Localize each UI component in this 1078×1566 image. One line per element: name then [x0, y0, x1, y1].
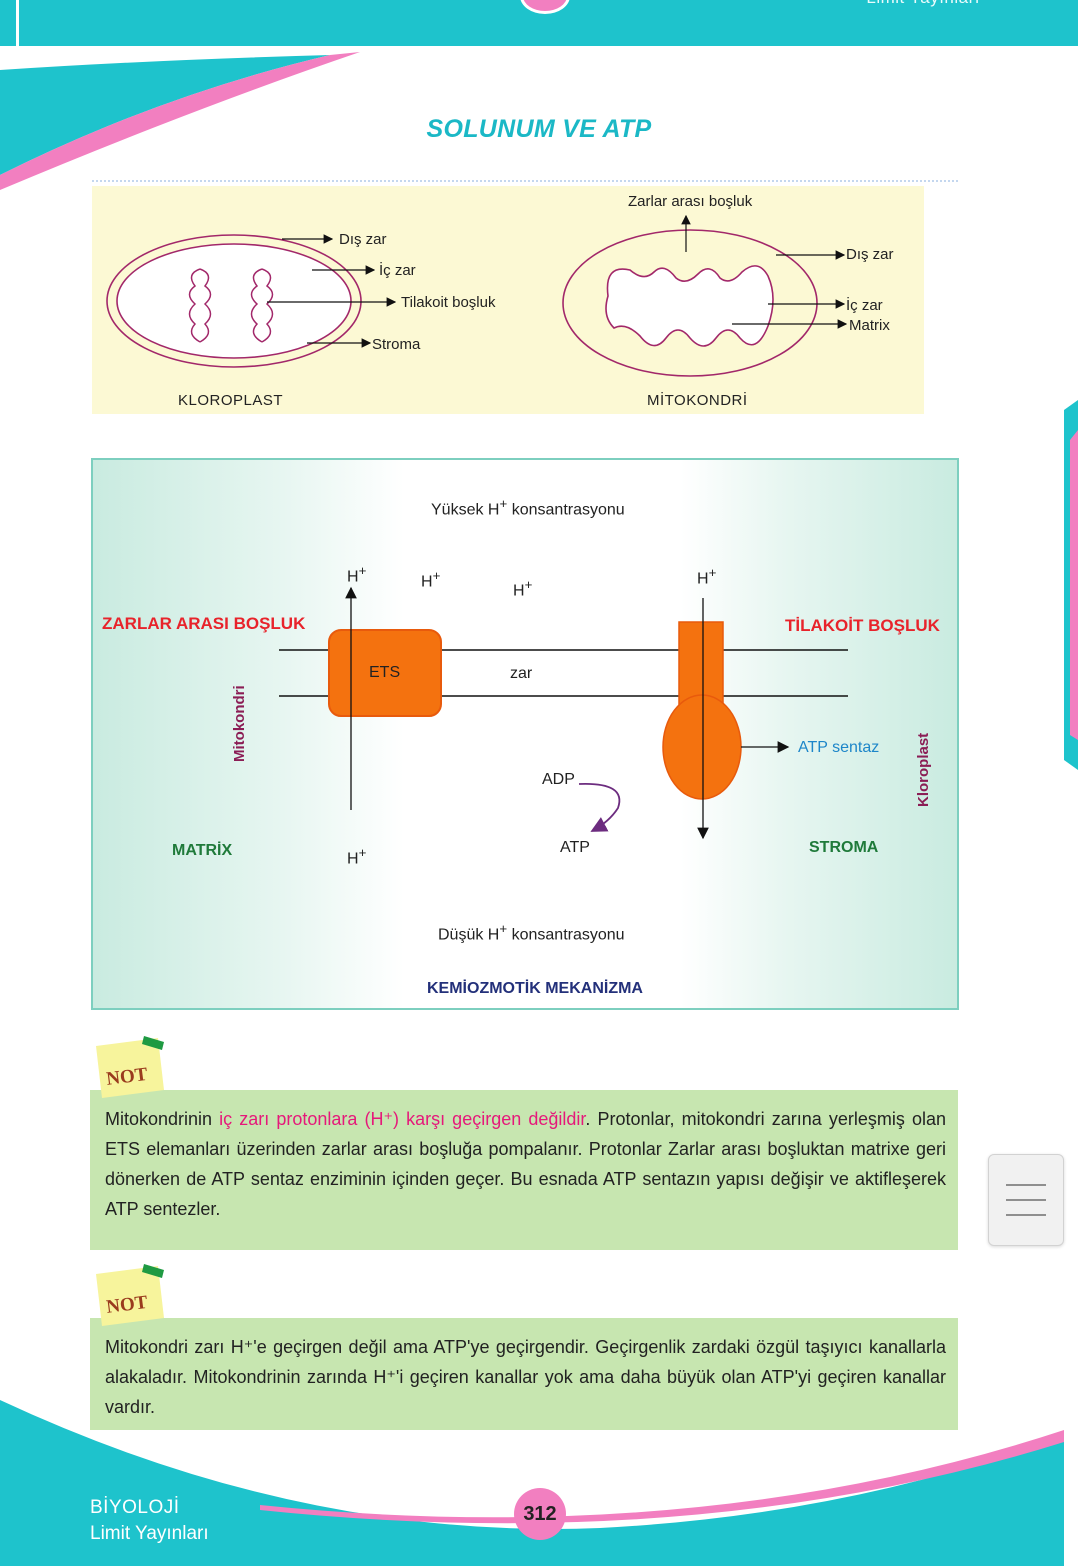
- bottom-pink-swoosh: [260, 1430, 1064, 1524]
- svg-text:NOT: NOT: [105, 1064, 149, 1090]
- menu-icon-line-1: [1006, 1184, 1046, 1186]
- note-1-highlight: iç zarı protonlara (H⁺) karşı geçirgen d…: [219, 1109, 586, 1129]
- low-concentration-label: Düşük H+ konsantrasyonu: [438, 921, 625, 944]
- matrix-heading: MATRİX: [172, 842, 233, 859]
- high-concentration-label: Yüksek H+ konsantrasyonu: [431, 496, 625, 519]
- page-title: SOLUNUM VE ATP: [426, 115, 652, 143]
- chloroplast-shape: [106, 234, 362, 368]
- thylakoid-space-heading: TİLAKOİT BOŞLUK: [785, 616, 940, 635]
- adp-label: ADP: [542, 771, 575, 788]
- mitochondrion-shape: [562, 229, 818, 377]
- chloroplast-caption: KLOROPLAST: [178, 392, 284, 409]
- ets-complex: [328, 629, 442, 717]
- footer-publisher: Limit Yayınları: [90, 1523, 209, 1544]
- note-1-text: Mitokondrinin iç zarı protonlara (H⁺) ka…: [105, 1109, 946, 1219]
- title-divider: [92, 180, 958, 182]
- organelle-diagram: Dış zar İç zar Tilakoit boşluk Stroma KL…: [92, 186, 924, 414]
- menu-button[interactable]: [988, 1154, 1064, 1246]
- mitochondrion-outer-membrane-label: Dış zar: [846, 246, 894, 263]
- top-bar: Limit Yayınları: [0, 0, 1078, 46]
- chloroplast-inner-membrane-label: İç zar: [379, 262, 416, 279]
- right-edge-pink: [1070, 430, 1078, 740]
- adp-to-atp-arrow: [578, 783, 621, 832]
- bottom-teal-swoosh: [0, 1400, 1064, 1566]
- proton-left-top: H+: [347, 563, 367, 586]
- note-box-2: Mitokondri zarı H⁺'e geçirgen değil ama …: [90, 1318, 958, 1430]
- thylakoid-space-label: Tilakoit boşluk: [401, 294, 496, 311]
- header-publisher: Limit Yayınları: [866, 0, 980, 8]
- ets-label: ETS: [369, 664, 401, 681]
- chloroplast-outer-membrane-label: Dış zar: [339, 231, 387, 248]
- top-left-teal-swoosh: [0, 55, 330, 175]
- note-tag-1: NOT: [92, 1034, 168, 1100]
- svg-text:NOT: NOT: [105, 1292, 149, 1318]
- top-bar-pink-dot: [520, 0, 570, 14]
- proton-left-bottom: H+: [347, 845, 367, 868]
- organelle-drawing: [106, 214, 848, 377]
- membrane-label: zar: [510, 665, 533, 682]
- mitochondrion-caption: MİTOKONDRİ: [647, 392, 748, 409]
- page-number: 312: [514, 1488, 566, 1540]
- chemiosmotic-caption: KEMİOZMOTİK MEKANİZMA: [427, 980, 643, 997]
- note-box-1: Mitokondrinin iç zarı protonlara (H⁺) ka…: [90, 1090, 958, 1250]
- atp-label: ATP: [560, 839, 590, 856]
- mitochondrion-inner-membrane-label: İç zar: [846, 297, 883, 314]
- matrix-label: Matrix: [849, 317, 890, 334]
- proton-right-top: H+: [697, 565, 717, 588]
- intermembrane-space-label: Zarlar arası boşluk: [628, 193, 753, 210]
- chemiosmotic-diagram: Yüksek H+ konsantrasyonu H+ H+ H+ H+ ZAR…: [91, 458, 959, 1010]
- note-2-text: Mitokondri zarı H⁺'e geçirgen değil ama …: [105, 1337, 946, 1417]
- intermembrane-space-heading: ZARLAR ARASI BOŞLUK: [102, 614, 306, 633]
- proton-middle-2: H+: [513, 577, 533, 600]
- menu-icon-line-2: [1006, 1199, 1046, 1201]
- top-bar-divider: [16, 0, 19, 46]
- menu-icon-line-3: [1006, 1214, 1046, 1216]
- mitochondrion-side-label: Mitokondri: [231, 685, 248, 762]
- atp-synthase-label: ATP sentaz: [798, 739, 880, 756]
- chloroplast-side-label: Kloroplast: [915, 732, 932, 807]
- chemiosmotic-drawing: [279, 586, 848, 840]
- footer-subject: BİYOLOJİ: [90, 1497, 180, 1518]
- stroma-heading: STROMA: [809, 839, 879, 856]
- atp-synthase-head: [662, 694, 742, 800]
- proton-middle-1: H+: [421, 568, 441, 591]
- note-tag-2: NOT: [92, 1262, 168, 1328]
- stroma-label: Stroma: [372, 336, 421, 353]
